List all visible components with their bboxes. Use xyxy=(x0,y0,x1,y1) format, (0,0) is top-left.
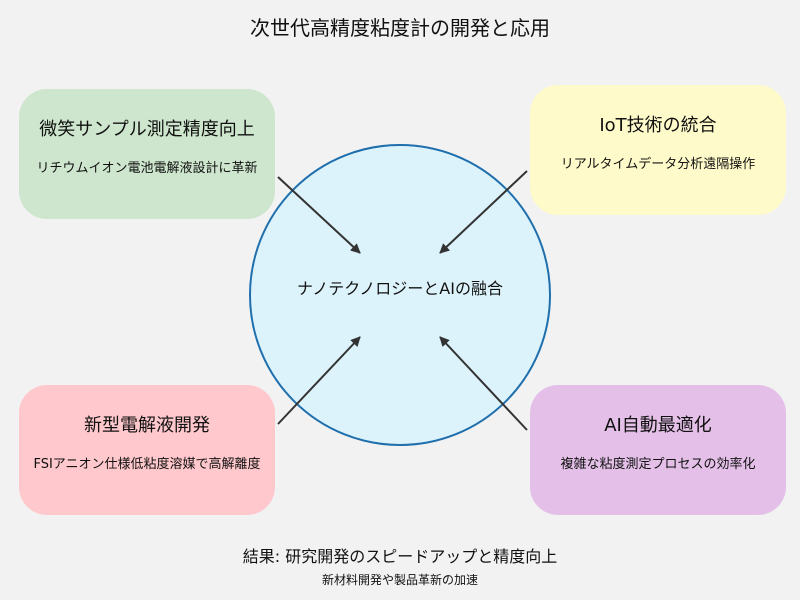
box-micro-sample-precision: 微笑サンプル測定精度向上 リチウムイオン電池電解液設計に革新 xyxy=(19,89,275,219)
box-desc: リアルタイムデータ分析遠隔操作 xyxy=(560,157,756,172)
diagram-title: 次世代高精度粘度計の開発と応用 xyxy=(250,16,550,40)
arrow-bottom-right xyxy=(439,336,528,431)
result-subtext: 新材料開発や製品革新の加速 xyxy=(321,573,478,587)
arrow-bottom-left xyxy=(277,336,361,425)
box-title: 微笑サンプル測定精度向上 xyxy=(39,119,255,140)
arrow-top-right xyxy=(439,170,528,254)
box-desc: リチウムイオン電池電解液設計に革新 xyxy=(36,161,258,176)
box-ai-optimization: AI自動最適化 複雑な粘度測定プロセスの効率化 xyxy=(530,385,786,515)
box-desc: FSIアニオン仕様低粘度溶媒で高解離度 xyxy=(33,457,261,472)
center-label: ナノテクノロジーとAIの融合 xyxy=(297,279,503,298)
box-desc: 複雑な粘度測定プロセスの効率化 xyxy=(560,457,756,472)
box-title: 新型電解液開発 xyxy=(84,415,210,436)
box-new-electrolyte: 新型電解液開発 FSIアニオン仕様低粘度溶媒で高解離度 xyxy=(19,385,275,515)
box-title: AI自動最適化 xyxy=(604,415,712,436)
arrow-top-left xyxy=(277,176,361,254)
box-iot-integration: IoT技術の統合 リアルタイムデータ分析遠隔操作 xyxy=(530,85,786,215)
box-title: IoT技術の統合 xyxy=(599,115,717,136)
result-text: 結果: 研究開発のスピードアップと精度向上 xyxy=(242,547,558,566)
